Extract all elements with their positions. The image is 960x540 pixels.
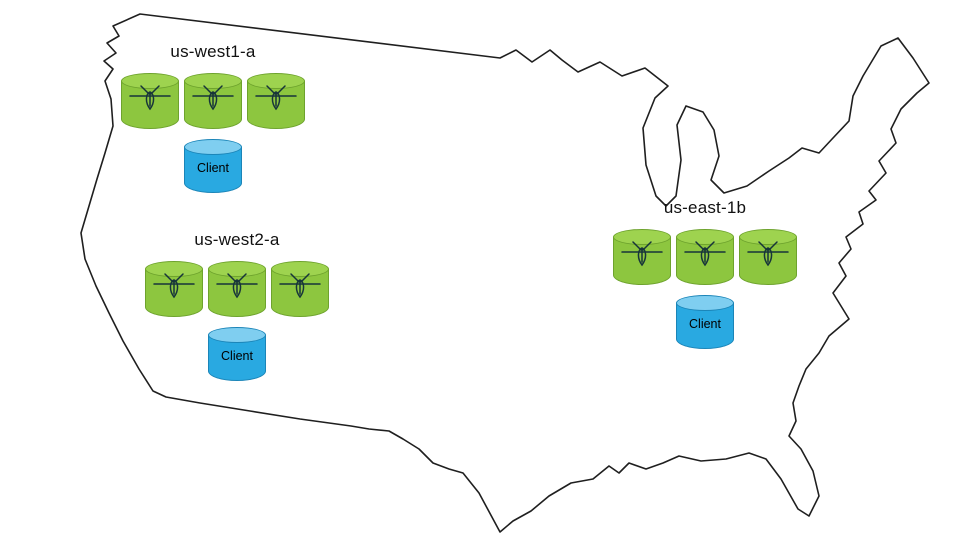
cylinder-top (184, 139, 242, 155)
region-us-west2-a: us-west2-a (144, 230, 330, 381)
region-us-east-1b: us-east-1b (612, 198, 798, 349)
client-node: Client (208, 327, 266, 381)
cylinder-top (184, 73, 242, 89)
region-us-west1-a: us-west1-a (120, 42, 306, 193)
cylinder-top (208, 327, 266, 343)
client-label: Client (221, 349, 253, 363)
region-label: us-west1-a (170, 42, 256, 61)
cylinder-top (676, 295, 734, 311)
cylinder-top (145, 261, 203, 277)
cockroach-bug-icon (279, 273, 321, 299)
client-node: Client (184, 139, 242, 193)
db-node (271, 261, 329, 317)
cockroach-bug-icon (621, 241, 663, 267)
db-node (247, 73, 305, 129)
db-node (184, 73, 242, 129)
cockroach-bug-icon (153, 273, 195, 299)
cylinder-top (739, 229, 797, 245)
region-label: us-west2-a (194, 230, 280, 249)
cylinder-top (271, 261, 329, 277)
db-node (613, 229, 671, 285)
cockroach-bug-icon (684, 241, 726, 267)
db-node (676, 229, 734, 285)
client-node: Client (676, 295, 734, 349)
cockroach-bug-icon (216, 273, 258, 299)
cockroach-bug-icon (747, 241, 789, 267)
region-label: us-east-1b (663, 198, 747, 217)
db-node (121, 73, 179, 129)
db-node (208, 261, 266, 317)
cylinder-top (676, 229, 734, 245)
cylinder-top (247, 73, 305, 89)
cylinder-top (121, 73, 179, 89)
db-node (739, 229, 797, 285)
client-label: Client (197, 161, 229, 175)
node-row (145, 261, 329, 317)
cockroach-bug-icon (255, 85, 297, 111)
cockroach-bug-icon (192, 85, 234, 111)
node-row (613, 229, 797, 285)
db-node (145, 261, 203, 317)
node-row (121, 73, 305, 129)
cylinder-top (613, 229, 671, 245)
cockroach-bug-icon (129, 85, 171, 111)
client-label: Client (689, 317, 721, 331)
cylinder-top (208, 261, 266, 277)
